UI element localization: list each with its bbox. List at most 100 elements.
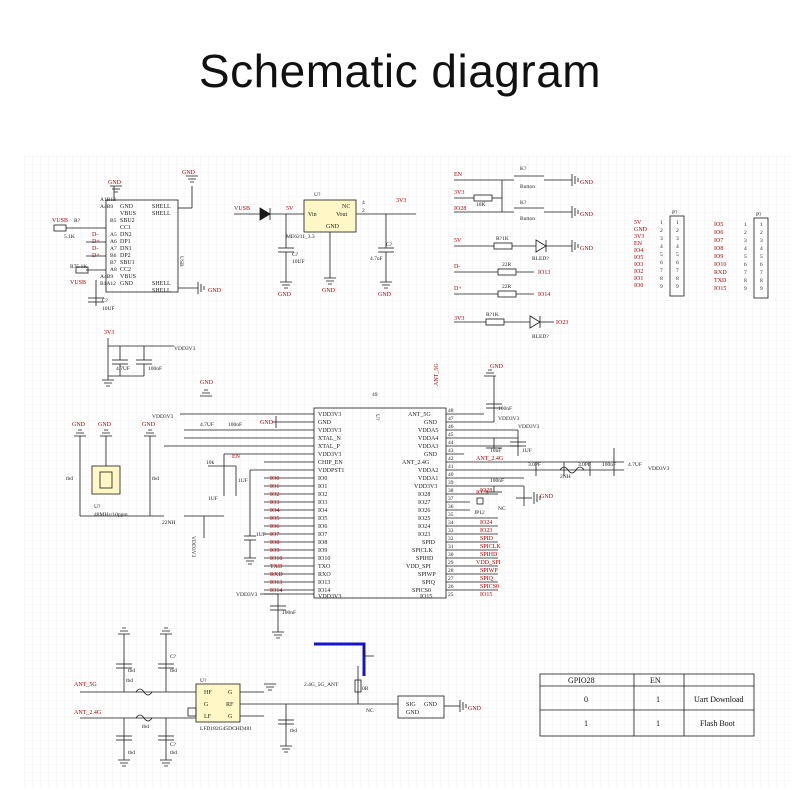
led-5v-net: 5V (454, 238, 462, 244)
mcu-rn0: 48 (448, 408, 454, 414)
mcu-rnet9: SPICS0 (480, 584, 499, 590)
h2-p0: 1 (744, 222, 747, 228)
mcu-r9: VDD3V3 (414, 484, 437, 490)
usb-gnd-label-2: GND (182, 170, 196, 176)
boot-r1-c0: 1 (584, 719, 588, 728)
h2-l4: IO9 (714, 254, 723, 260)
ldo-part: ME6211_3.3 (286, 234, 315, 240)
mcu-rn19: 29 (448, 560, 454, 566)
aux-100nf: 100nF (498, 406, 512, 412)
h2-p5: 6 (744, 262, 747, 268)
usb-shell-1: SHELL (152, 204, 171, 210)
h2-p4: 5 (744, 254, 747, 260)
ldo-vout: Vout (336, 212, 348, 218)
ant-ref: U? (200, 678, 207, 684)
mcu-rn16: 32 (448, 536, 454, 542)
mcu-ln8: IO8 (270, 540, 279, 546)
mcu-ln5: IO5 (270, 516, 279, 522)
h1-p2: 3 (660, 236, 663, 242)
button-circuits (454, 175, 572, 213)
mcu-rn6: 42 (448, 456, 454, 462)
h1-l7: IO2 (634, 269, 643, 275)
mcu-r14: IO24 (418, 524, 430, 530)
aux-2nh: 2NH (560, 474, 571, 480)
h1-p1: 2 (660, 228, 663, 234)
mcu-rnet0: IO28 (480, 488, 492, 494)
header2-ref: P? (756, 212, 762, 218)
mcu-r16: SPID (422, 540, 436, 546)
btn-en-net: EN (454, 172, 463, 178)
usb-shell-2: SHELL (152, 211, 171, 217)
mcu-l3: XTAL_N (318, 436, 342, 442)
mcu-pin-top: 49 (372, 392, 378, 398)
aux-gnd-x1: GND (72, 422, 86, 428)
h1-l0: 5V (634, 220, 642, 226)
boot-table: GPIO28 EN 0 1 Uart Download 1 1 Flash Bo… (568, 676, 744, 728)
ldo-c2-val: 4.7uF (370, 256, 383, 262)
led-gnd: GND (580, 246, 594, 252)
mcu-l22: IO14 (318, 588, 330, 594)
page-title: Schematic diagram (198, 45, 602, 97)
ldo-regulator (234, 199, 416, 282)
mcu-l4: XTAL_P (318, 444, 341, 450)
usb-r2-ref: R75.1K (70, 264, 87, 270)
usb-ref: USB (178, 256, 184, 267)
ant-gnd: GND (468, 706, 482, 712)
ground-symbols (74, 174, 579, 767)
usb-r1-val: 5.1K (64, 234, 75, 240)
aux-io28: IO28 (476, 490, 488, 496)
mcu-ln1: IO1 (270, 484, 279, 490)
h2-q2: 3 (760, 238, 763, 244)
boot-r1-c1: 1 (656, 719, 660, 728)
btn-k2-ref: K? (520, 200, 527, 206)
aux-en: EN (232, 454, 241, 460)
h2-p8: 9 (744, 286, 747, 292)
ant-tbd-1: tbd (126, 678, 133, 684)
pin-headers (669, 215, 769, 299)
mcu-l11: IO3 (318, 500, 327, 506)
mcu-r23: IO15 (420, 594, 432, 600)
usb-pin-gnd2: GND (120, 281, 134, 287)
mcu-r3: VDDA4 (418, 436, 438, 442)
h2-l5: IO10 (714, 262, 726, 268)
h1-p6: 7 (660, 268, 663, 274)
usb-dplus-2: D+ (92, 253, 100, 259)
h2-q6: 7 (760, 270, 763, 276)
led-r1: R?1K (496, 236, 509, 242)
mcu-chip (79, 376, 624, 632)
usb-vusb-net-2: VUSB (70, 280, 86, 286)
usb-pin-dp1: DP1 (120, 239, 131, 245)
boot-r0-c0: 0 (584, 695, 588, 704)
usb-labels: GND VBUS SBU2 CC1 DN2 DP1 DN1 DP2 SBU1 C… (52, 170, 222, 312)
mcu-l10: IO2 (318, 492, 327, 498)
usb-dplus-1: D+ (92, 239, 100, 245)
aux-gnd-top: GND (200, 380, 214, 386)
aux-tbd-1: tbd (66, 476, 73, 482)
ldo-gnd-1: GND (278, 292, 292, 298)
ant-nc: NC (366, 708, 374, 714)
ant-tbd-v4: tbd (170, 750, 177, 756)
aux-c100: 100nF (228, 422, 242, 428)
h2-q5: 6 (760, 262, 763, 268)
led-r2: 22R (502, 262, 512, 268)
mcu-rn21: 27 (448, 576, 454, 582)
usb-pin-cc2: CC2 (120, 267, 131, 273)
led-dminus: D- (454, 264, 460, 270)
header-2-labels: P? IO5 IO6 IO7 IO8 IO9 IO10 RXD TXD IO15… (714, 212, 763, 292)
mcu-rn5: 43 (448, 448, 454, 454)
aux-3pf1: 3.0PF (528, 462, 541, 468)
ant-24: ANT_2.4G (74, 710, 102, 716)
mcu-labels: 49 U? VDD3V3 GND VDD3V3 XTAL_N XTAL_P VD… (270, 392, 501, 600)
ant-c-1: C? (170, 654, 177, 660)
h2-q7: 8 (760, 278, 763, 284)
usb-pinnum-5: A6 (110, 239, 117, 245)
aux-3pf2: 3.0PF (578, 462, 591, 468)
h2-l7: TXD (714, 278, 727, 284)
ldo-gnd-2: GND (322, 288, 336, 294)
ldo-pin4: 4 (362, 200, 365, 206)
h1-p0: 1 (660, 220, 663, 226)
h1-q4: 5 (676, 252, 679, 258)
mcu-l16: IO8 (318, 540, 327, 546)
decoup-c2: 100nF (148, 366, 162, 372)
btn-3v3-net: 3V3 (454, 190, 464, 196)
